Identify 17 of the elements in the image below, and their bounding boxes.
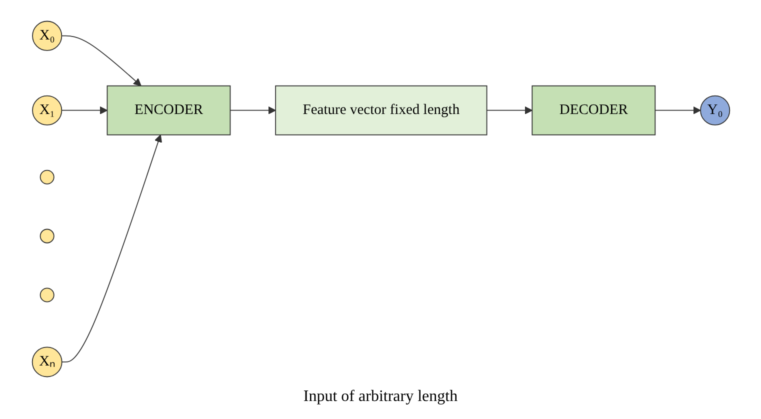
arrow bbox=[486, 106, 532, 114]
arrow bbox=[60, 34, 141, 86]
node-box: Feature vector fixed length bbox=[274, 84, 487, 135]
caption-text: Input of arbitrary length bbox=[303, 388, 458, 406]
arrow bbox=[60, 106, 108, 114]
arrow bbox=[60, 134, 162, 362]
node-circle: X₀ bbox=[32, 20, 62, 50]
node-circle: X₁ bbox=[32, 94, 62, 125]
node-circle bbox=[39, 228, 54, 243]
node-circle bbox=[39, 169, 54, 184]
node-circle: Y₀ bbox=[700, 94, 730, 125]
node-circle: Xₙ bbox=[31, 346, 62, 377]
node-box: ENCODER bbox=[106, 84, 230, 135]
node-box: DECODER bbox=[531, 84, 656, 135]
arrow bbox=[654, 106, 700, 114]
arrow bbox=[229, 106, 276, 114]
node-circle bbox=[39, 287, 54, 302]
